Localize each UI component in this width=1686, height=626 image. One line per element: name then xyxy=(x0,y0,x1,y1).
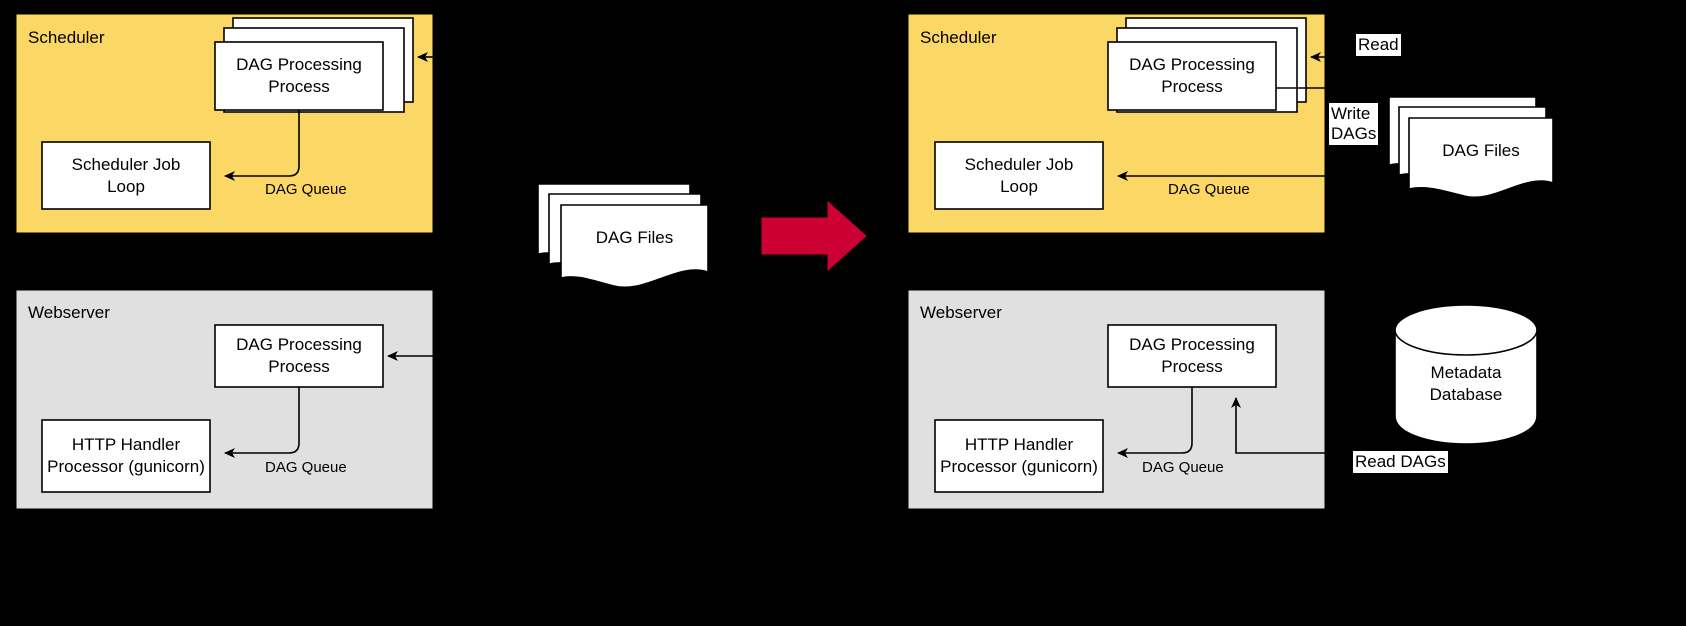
left-scheduler-dag-processing-stack[interactable] xyxy=(214,17,414,113)
read-dags-edge-label: Read DAGs xyxy=(1353,451,1448,474)
left-webserver-group-label: Webserver xyxy=(28,303,110,322)
right-webserver-dag-queue-label: DAG Queue xyxy=(1142,459,1224,476)
right-scheduler-job-loop-box[interactable] xyxy=(934,141,1104,210)
write-dags-line-2: DAGs xyxy=(1331,124,1377,144)
right-scheduler-dag-processing-stack[interactable] xyxy=(1107,17,1307,113)
left-webserver-dag-queue-label: DAG Queue xyxy=(265,459,347,476)
write-dags-line-1: Write xyxy=(1331,104,1371,123)
right-webserver-http-handler-box[interactable] xyxy=(934,419,1104,493)
metadata-database-cylinder[interactable] xyxy=(1394,304,1538,445)
left-scheduler-group-label: Scheduler xyxy=(28,28,105,47)
center-dag-files-document-stack[interactable] xyxy=(537,183,709,289)
right-dag-files-label: DAG Files xyxy=(1442,141,1520,160)
right-webserver-dag-queue-arrow xyxy=(1117,387,1193,458)
left-scheduler-dag-queue-arrow xyxy=(224,110,300,181)
right-scheduler-group-label: Scheduler xyxy=(920,28,997,47)
left-scheduler-job-loop-box[interactable] xyxy=(41,141,211,210)
right-webserver-group-label: Webserver xyxy=(920,303,1002,322)
left-scheduler-dag-queue-label: DAG Queue xyxy=(265,181,347,198)
read-edge-label: Read xyxy=(1356,34,1401,57)
left-webserver-dag-queue-arrow xyxy=(224,387,300,458)
left-webserver-http-handler-box[interactable] xyxy=(41,419,211,493)
right-scheduler-dag-queue-label: DAG Queue xyxy=(1168,181,1250,198)
transition-right-arrow xyxy=(761,200,867,272)
left-webserver-dag-processing-box[interactable] xyxy=(214,324,384,388)
write-dags-edge-label: Write DAGs xyxy=(1329,103,1379,146)
right-webserver-dag-processing-box[interactable] xyxy=(1107,324,1277,388)
right-dag-files-document-stack[interactable] xyxy=(1388,96,1554,199)
center-dag-files-label: DAG Files xyxy=(595,228,674,247)
